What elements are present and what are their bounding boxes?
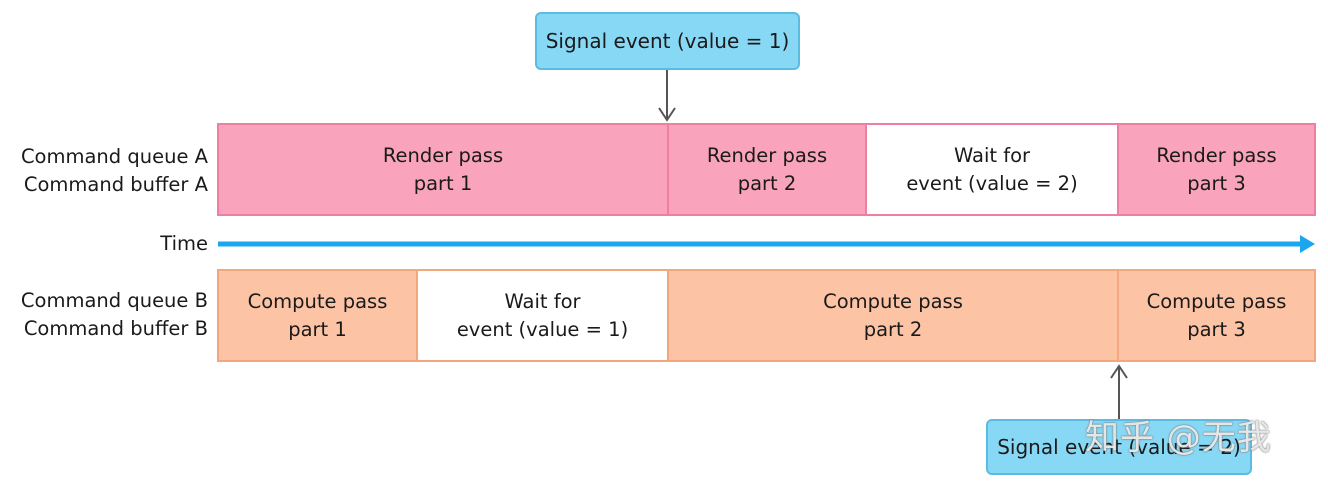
block-line-1: Compute pass (823, 289, 963, 313)
compute-pass-part-3-block: Compute pass part 3 (1117, 269, 1316, 362)
block-line-1: Render pass (1156, 143, 1277, 167)
command-buffer-b-label: Command buffer B (23, 317, 208, 340)
block-line-2: part 3 (1187, 317, 1246, 341)
compute-pass-part-2-block: Compute pass part 2 (667, 269, 1119, 362)
signal-event-2-callout: Signal event (value = 2) (986, 419, 1252, 475)
compute-pass-part-1-block: Compute pass part 1 (217, 269, 418, 362)
render-pass-part-1-block: Render pass part 1 (217, 123, 669, 216)
time-axis-arrow-head (1300, 235, 1315, 253)
command-buffer-a-label: Command buffer A (23, 173, 208, 196)
block-line-2: part 1 (288, 317, 347, 341)
signal-event-1-callout: Signal event (value = 1) (535, 12, 800, 70)
block-line-2: part 2 (863, 317, 923, 341)
block-line-1: Render pass (382, 143, 504, 167)
signal-2-arrow-head (1110, 364, 1128, 379)
watermark: 知乎 @无我 (1085, 418, 1272, 458)
signal-1-arrow-head (658, 107, 676, 122)
command-queue-b-label: Command queue B (20, 289, 208, 312)
signal-event-1-label: Signal event (value = 1) (545, 29, 790, 53)
block-line-2: part 3 (1187, 171, 1246, 195)
block-line-1: Render pass (706, 143, 828, 167)
block-line-1: Compute pass (247, 289, 388, 313)
render-pass-part-2-block: Render pass part 2 (667, 123, 867, 216)
block-line-2: part 1 (413, 171, 473, 195)
wait-for-event-2-block: Wait for event (value = 2) (865, 123, 1119, 216)
row-b-label: Command queue B Command buffer B (0, 287, 208, 343)
block-line-2: event (value = 2) (906, 171, 1078, 195)
block-line-1: Wait for (953, 143, 1031, 167)
block-line-1: Wait for (504, 289, 581, 313)
signal-event-2-label: Signal event (value = 2) (997, 435, 1241, 459)
command-queue-a-label: Command queue A (20, 145, 208, 168)
row-a-label: Command queue A Command buffer A (0, 143, 208, 199)
block-line-2: event (value = 1) (456, 317, 629, 341)
wait-for-event-1-block: Wait for event (value = 1) (416, 269, 669, 362)
block-line-1: Compute pass (1146, 289, 1287, 313)
time-label: Time (160, 232, 208, 255)
block-line-2: part 2 (737, 171, 797, 195)
render-pass-part-3-block: Render pass part 3 (1117, 123, 1316, 216)
